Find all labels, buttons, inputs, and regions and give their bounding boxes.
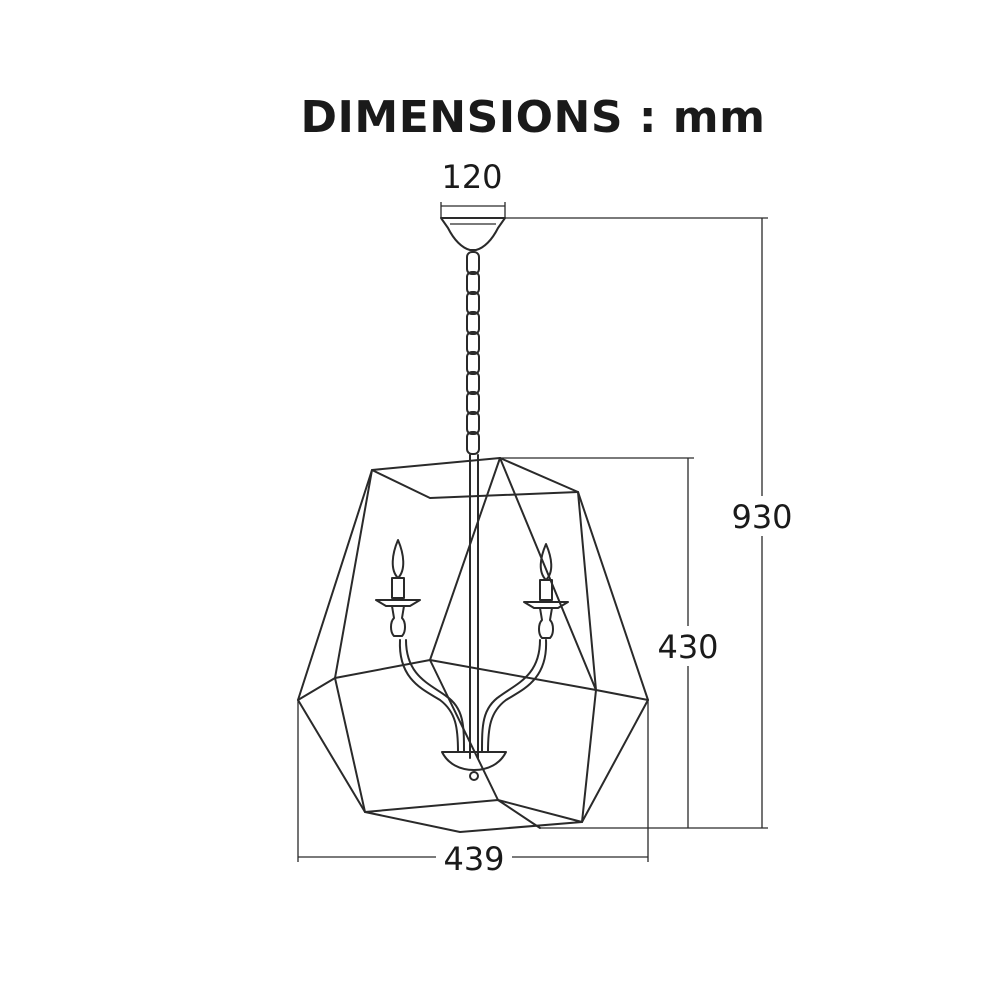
body-width-label: 439 xyxy=(443,840,504,878)
body-width-dimension: 439 xyxy=(297,700,649,878)
body-height-label: 430 xyxy=(657,628,718,666)
total-height-label: 930 xyxy=(731,498,792,536)
page-title: DIMENSIONS : mm xyxy=(300,92,766,143)
geometric-cage-frame xyxy=(297,457,649,833)
candle-left xyxy=(375,539,421,637)
central-rod xyxy=(469,454,479,759)
candle-right xyxy=(523,543,569,639)
body-height-dimension: 430 xyxy=(500,457,724,828)
canopy-width-label: 120 xyxy=(441,158,502,196)
suspension-chain xyxy=(466,251,480,455)
candle-arms xyxy=(398,639,548,781)
ceiling-canopy xyxy=(440,217,506,251)
total-height-dimension: 930 xyxy=(505,217,798,829)
canopy-width-dimension: 120 xyxy=(440,158,506,218)
